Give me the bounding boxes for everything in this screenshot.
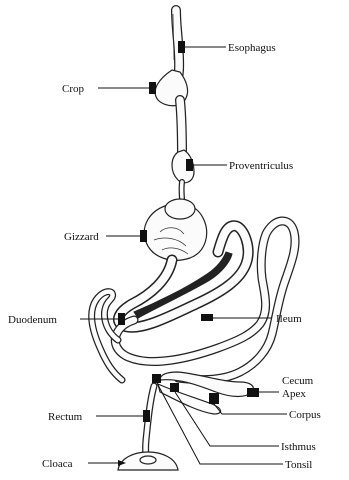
tonsil-marker: [152, 374, 161, 383]
apex-label: Apex: [282, 388, 306, 400]
cecum: [158, 372, 253, 414]
esophagus-label: Esophagus: [228, 42, 276, 54]
duodenum-label: Duodenum: [8, 314, 57, 326]
duodenum-marker: [118, 313, 125, 325]
proventriculus-label: Proventriculus: [229, 160, 293, 172]
apex-marker: [247, 388, 259, 397]
gizzard-marker: [140, 230, 147, 242]
proventriculus-marker: [186, 159, 193, 171]
corpus-label: Corpus: [289, 409, 321, 421]
esophagus-marker: [178, 41, 185, 53]
gizzard: [144, 199, 206, 260]
crop-label: Crop: [62, 83, 85, 95]
isthmus-label: Isthmus: [281, 441, 316, 453]
digestive-tract: [92, 10, 295, 470]
crop-marker: [149, 82, 156, 94]
rectum-label: Rectum: [48, 411, 83, 423]
rectum-marker: [143, 410, 150, 422]
gizzard-label: Gizzard: [64, 231, 99, 243]
corpus-marker: [209, 393, 219, 404]
cecum-label: Cecum: [282, 375, 314, 387]
ileum-label: Ileum: [276, 313, 302, 325]
tonsil-label: Tonsil: [285, 459, 312, 471]
isthmus-marker: [170, 383, 179, 392]
cloaca-label: Cloaca: [42, 458, 73, 470]
ileum-marker: [201, 314, 213, 321]
